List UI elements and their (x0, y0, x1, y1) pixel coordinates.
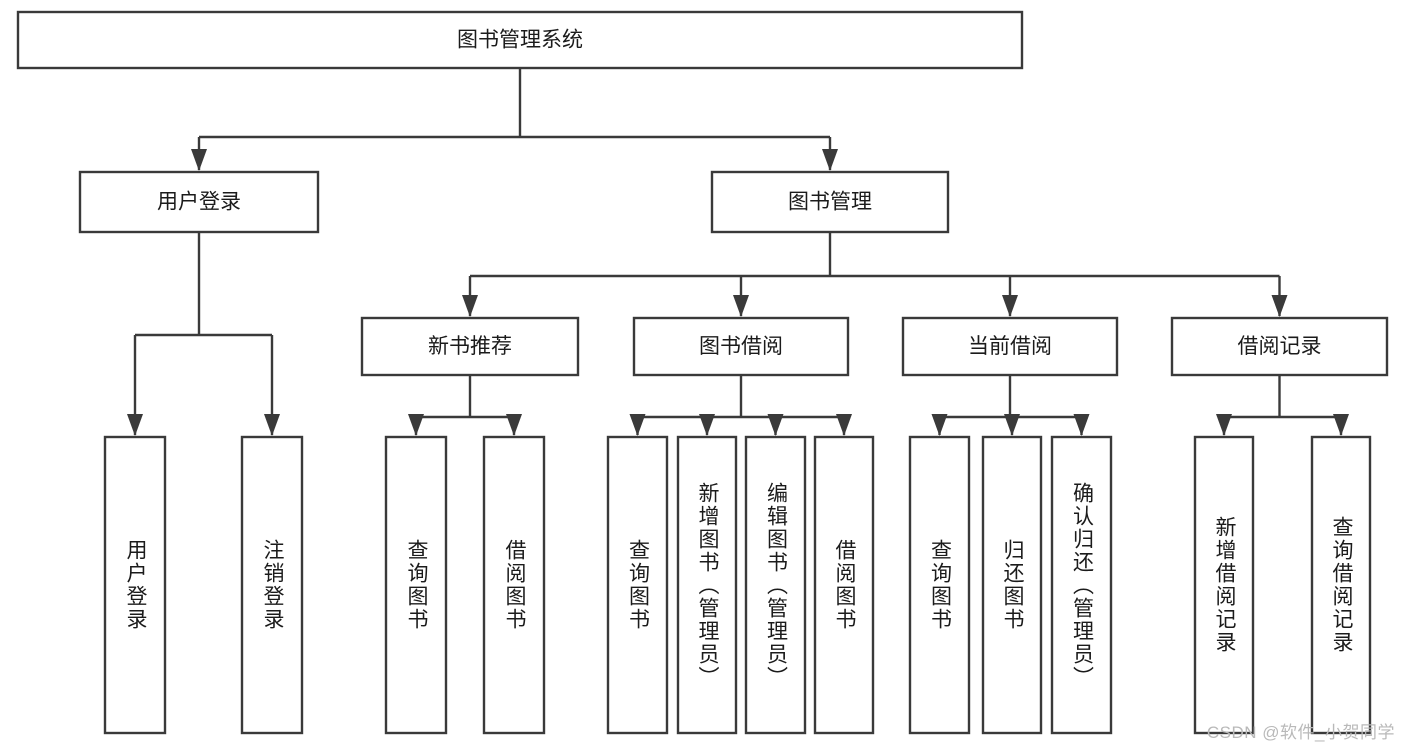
node-box-leaf-logout[interactable] (240, 435, 304, 735)
node-box-leaf-query-book-cur[interactable] (908, 435, 971, 735)
node-box-user-login[interactable] (78, 170, 320, 234)
node-label-current-borrow: 当前借阅 (968, 335, 1052, 358)
connector-edges (127, 68, 1349, 436)
node-box-leaf-query-book[interactable] (606, 435, 669, 735)
node-box-leaf-borrow-book[interactable] (813, 435, 875, 735)
node-boxes (16, 10, 1389, 735)
node-box-current-borrow[interactable] (901, 316, 1119, 377)
node-label-new-book-rec: 新书推荐 (428, 335, 512, 358)
node-box-leaf-return-book[interactable] (981, 435, 1043, 735)
node-box-leaf-borrow-book-rec[interactable] (482, 435, 546, 735)
node-label-book-manage: 图书管理 (788, 191, 872, 214)
node-box-leaf-user-login[interactable] (103, 435, 167, 735)
node-box-leaf-confirm-return[interactable] (1050, 435, 1113, 735)
node-label-root: 图书管理系统 (457, 29, 583, 52)
node-box-book-borrow[interactable] (632, 316, 850, 377)
node-box-root[interactable] (16, 10, 1024, 70)
node-box-leaf-query-record[interactable] (1310, 435, 1372, 735)
watermark-text: CSDN @软件_小贺同学 (1206, 723, 1395, 742)
node-box-leaf-query-book-rec[interactable] (384, 435, 448, 735)
node-box-borrow-record[interactable] (1170, 316, 1389, 377)
node-label-borrow-record: 借阅记录 (1238, 335, 1322, 358)
node-box-book-manage[interactable] (710, 170, 950, 234)
node-box-leaf-add-record[interactable] (1193, 435, 1255, 735)
node-box-leaf-add-book[interactable] (676, 435, 738, 735)
node-box-new-book-rec[interactable] (360, 316, 580, 377)
node-label-user-login: 用户登录 (157, 191, 241, 214)
node-label-book-borrow: 图书借阅 (699, 335, 783, 358)
node-box-leaf-edit-book[interactable] (744, 435, 807, 735)
